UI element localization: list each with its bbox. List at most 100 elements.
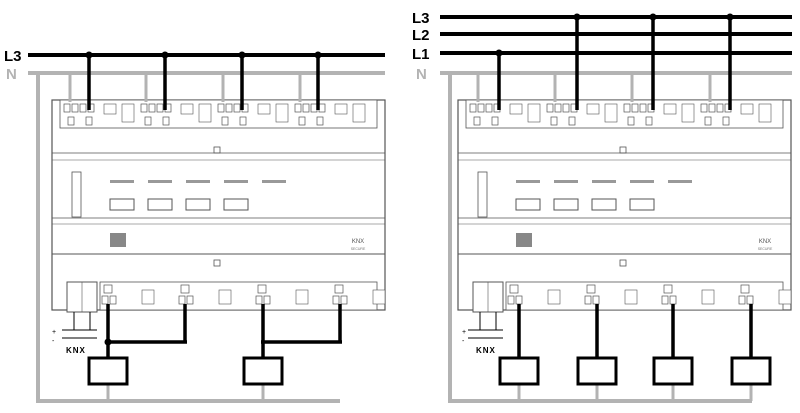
terminal-clamp-right [627, 116, 635, 126]
load-box-left [87, 356, 129, 386]
terminal-screw-left [294, 103, 302, 113]
terminal-clamp-right [568, 116, 576, 126]
terminal-slot-right [701, 289, 715, 305]
programming-slider-left [71, 171, 82, 218]
status-led-right [592, 180, 616, 183]
terminal-screw-right [708, 103, 716, 113]
output-clamp-left [101, 295, 109, 305]
terminal-clamp-left [298, 116, 306, 126]
output-clamp-left [332, 295, 340, 305]
manual-button-left [147, 198, 173, 211]
terminal-slot-right [681, 103, 695, 123]
terminal-screw-left [318, 103, 326, 113]
terminal-clamp-right [550, 116, 558, 126]
terminal-screw-right [477, 103, 485, 113]
load-box-right [652, 356, 694, 386]
bus-plus-right: + [462, 329, 466, 336]
load-box-right [498, 356, 540, 386]
terminal-slot-left [121, 103, 135, 123]
terminal-slot-right [509, 103, 523, 115]
status-led-left [148, 180, 172, 183]
output-terminal-right [509, 284, 519, 294]
junction-dot-right [649, 13, 657, 21]
terminal-screw-right [639, 103, 647, 113]
terminal-screw-right [546, 103, 554, 113]
terminal-screw-left [140, 103, 148, 113]
device-logo-right: KNX [759, 239, 771, 245]
neutral-label-left: N [6, 66, 17, 83]
terminal-screw-right [716, 103, 724, 113]
terminal-screw-left [225, 103, 233, 113]
indicator-top-left [213, 146, 221, 154]
terminal-screw-left [79, 103, 87, 113]
output-clamp-left [255, 295, 263, 305]
terminal-slot-right [663, 103, 677, 115]
output-clamp-left [109, 295, 117, 305]
indicator-bottom-right [619, 259, 627, 267]
output-terminal-right [740, 284, 750, 294]
output-terminal-right [586, 284, 596, 294]
terminal-slot-right [547, 289, 561, 305]
qr-code-left [110, 233, 126, 247]
terminal-screw-left [310, 103, 318, 113]
terminal-screw-left [63, 103, 71, 113]
device-logo-left: KNX [352, 239, 364, 245]
terminal-screw-right [700, 103, 708, 113]
neutral-label-right: N [416, 66, 427, 83]
output-terminal-left [180, 284, 190, 294]
manual-button-left [185, 198, 211, 211]
qr-code-right [516, 233, 532, 247]
terminal-screw-right [469, 103, 477, 113]
output-terminal-right [663, 284, 673, 294]
status-led-right [668, 180, 692, 183]
manual-button-left [223, 198, 249, 211]
load-box-right [730, 356, 772, 386]
terminal-slot-left [334, 103, 348, 115]
terminal-slot-right [758, 103, 772, 123]
terminal-clamp-left [162, 116, 170, 126]
phase-label-l3-left: L3 [4, 48, 22, 65]
junction-dot-right [573, 13, 581, 21]
terminal-slot-right [778, 289, 792, 305]
terminal-clamp-right [491, 116, 499, 126]
output-clamp-right [515, 295, 523, 305]
junction-dot-right [726, 13, 734, 21]
junction-dot-left [85, 51, 93, 59]
device-logo-sub-left: SECURE [351, 247, 366, 251]
terminal-clamp-left [316, 116, 324, 126]
output-clamp-left [340, 295, 348, 305]
terminal-slot-left [180, 103, 194, 115]
status-led-right [630, 180, 654, 183]
output-terminal-left [334, 284, 344, 294]
terminal-screw-right [485, 103, 493, 113]
output-clamp-right [746, 295, 754, 305]
programming-slider-right [477, 171, 488, 218]
terminal-screw-left [217, 103, 225, 113]
output-clamp-right [592, 295, 600, 305]
terminal-screw-left [148, 103, 156, 113]
terminal-slot-left [372, 289, 386, 305]
device-housing-right [457, 99, 792, 311]
terminal-screw-left [233, 103, 241, 113]
terminal-clamp-left [221, 116, 229, 126]
terminal-screw-left [156, 103, 164, 113]
terminal-clamp-right [722, 116, 730, 126]
status-led-left [224, 180, 248, 183]
terminal-slot-right [740, 103, 754, 115]
terminal-clamp-left [239, 116, 247, 126]
junction-dot-right [495, 49, 503, 57]
indicator-top-right [619, 146, 627, 154]
output-clamp-left [263, 295, 271, 305]
output-clamp-right [661, 295, 669, 305]
output-clamp-right [507, 295, 515, 305]
terminal-slot-left [198, 103, 212, 123]
terminal-slot-left [103, 103, 117, 115]
indicator-bottom-left [213, 259, 221, 267]
terminal-clamp-left [144, 116, 152, 126]
bus-plus-left: + [52, 329, 56, 336]
output-clamp-right [738, 295, 746, 305]
terminal-slot-left [275, 103, 289, 123]
manual-button-right [515, 198, 541, 211]
terminal-slot-left [257, 103, 271, 115]
junction-dot-left [314, 51, 322, 59]
